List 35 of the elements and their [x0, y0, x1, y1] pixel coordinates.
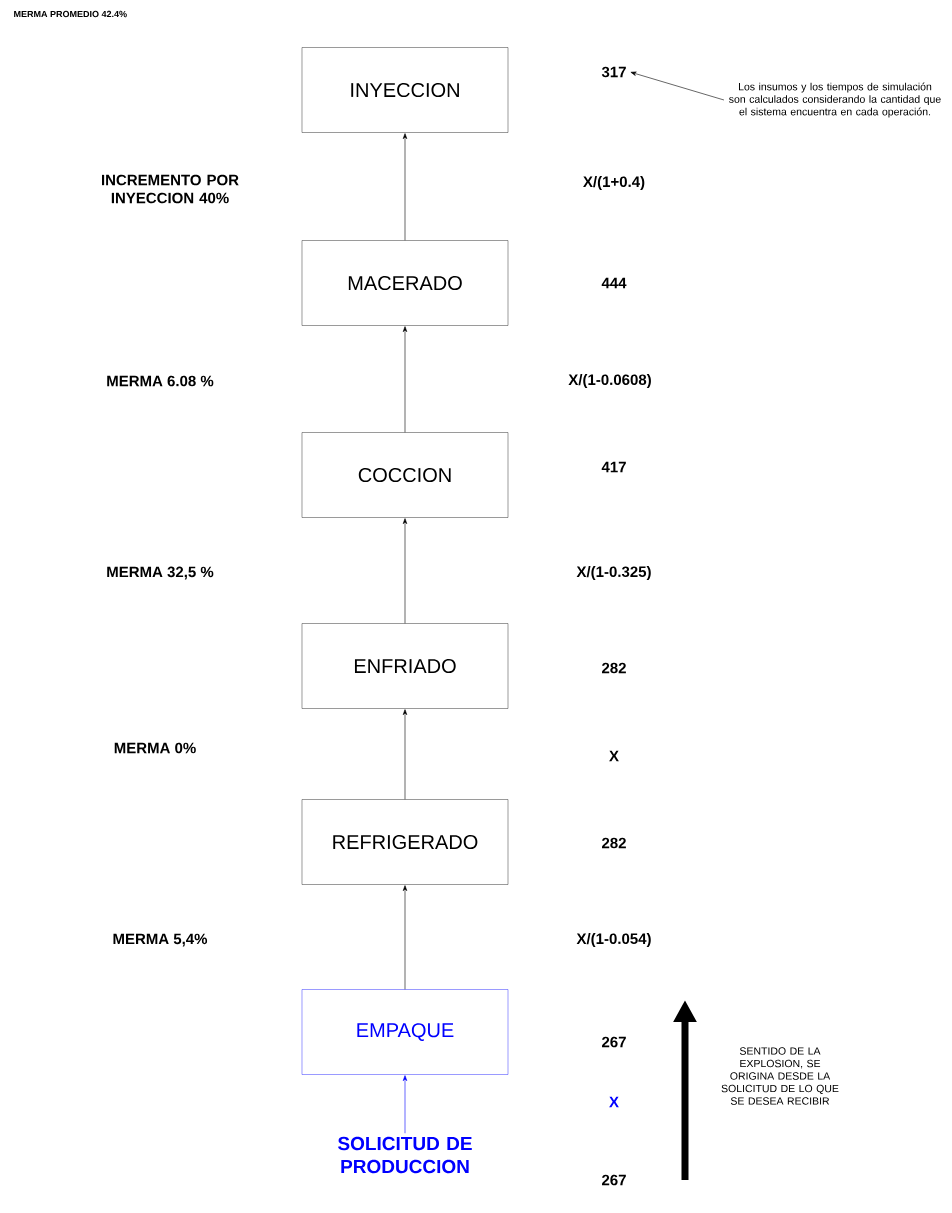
label-text: 282: [602, 662, 626, 674]
request-text: SOLICITUD DE PRODUCCION: [338, 1136, 472, 1174]
label-text: MERMA 5,4%: [113, 933, 208, 947]
label-text: 444: [601, 277, 627, 289]
process-box: INYECCION: [301, 47, 509, 133]
label-text: 282: [602, 837, 626, 849]
label-text: 267: [602, 1174, 626, 1186]
arrow: [402, 326, 408, 433]
label-text: X/(1-0.0608): [568, 374, 651, 388]
label-text: X/(1-0.325): [576, 566, 651, 580]
label-text: X/(1+0.4): [583, 176, 645, 190]
quantity-text: 317: [601, 66, 626, 78]
label-text: X: [609, 1096, 619, 1108]
process-box: MACERADO: [301, 240, 509, 326]
arrow: [402, 885, 408, 990]
label-text: MERMA 0%: [114, 742, 196, 754]
label-text: 267: [602, 1036, 626, 1048]
arrow: [630, 71, 725, 101]
label-text: X: [609, 750, 619, 762]
label-text: X/(1-0.054): [576, 933, 651, 947]
label-text: INCREMENTO POR INYECCION 40%: [101, 174, 239, 204]
label-text: 417: [601, 461, 626, 473]
process-box: EMPAQUE: [301, 989, 509, 1075]
arrow: [402, 518, 408, 624]
annotation-text: SENTIDO DE LA EXPLOSION, SE ORIGINA DESDE LA SOLICITUD DE LO QUE SE DESEA RECIBIR: [721, 1047, 839, 1105]
label-text: MERMA PROMEDIO 42.4%: [14, 10, 127, 18]
process-box: REFRIGERADO: [301, 799, 509, 885]
process-box: COCCION: [301, 432, 509, 518]
arrow: [402, 709, 408, 800]
arrow: [402, 133, 408, 241]
label-text: MERMA 6.08 %: [107, 375, 214, 387]
arrow: [402, 1075, 408, 1134]
note-text: Los insumos y los tiempos de simulación son calculados considerando la cantidad que el sistema encuentra en cada operación.: [729, 82, 941, 118]
label-text: MERMA 32,5 %: [107, 566, 214, 580]
process-box: ENFRIADO: [301, 623, 509, 709]
